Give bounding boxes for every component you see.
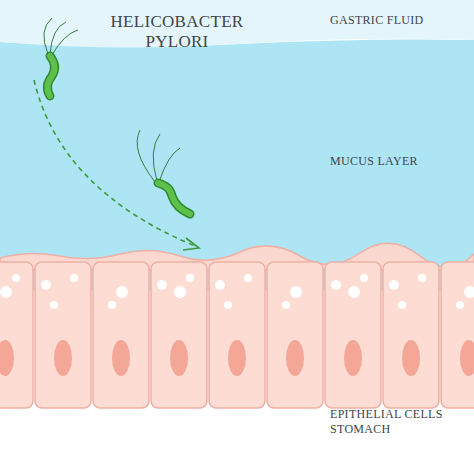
mucus-layer — [0, 40, 474, 291]
bacterium — [44, 18, 78, 96]
epithelial-cells — [0, 243, 474, 408]
region-label: EPITHELIAL CELLS STOMACH — [330, 407, 460, 437]
arrow-head — [183, 238, 199, 250]
region-label: MUCUS LAYER — [330, 154, 465, 169]
diagram-title: HELICOBACTER PYLORI — [92, 12, 262, 52]
path-arrow — [34, 80, 195, 246]
region-label: GASTRIC FLUID — [330, 13, 465, 28]
bacterium — [137, 130, 190, 214]
